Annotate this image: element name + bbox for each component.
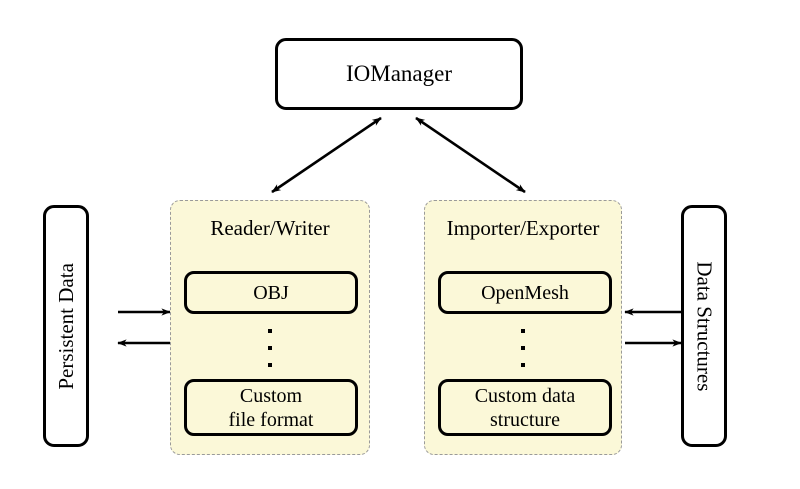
persistent-data-label: Persistent Data — [53, 262, 78, 390]
ellipsis-dot — [521, 346, 525, 350]
arrow-iomanager-importerexporter — [415, 116, 526, 194]
iomanager-label: IOManager — [345, 61, 452, 87]
item-box-obj-label: OBJ — [253, 281, 289, 304]
ellipsis-dot — [521, 329, 525, 333]
data-structures-label: Data Structures — [692, 260, 717, 392]
node-iomanager[interactable]: IOManager — [275, 38, 523, 110]
vertical-ellipsis-icon — [425, 325, 621, 371]
item-box-openmesh[interactable]: OpenMesh — [438, 271, 612, 314]
panel-reader-writer-title: Reader/Writer — [210, 216, 330, 240]
node-data-structures[interactable]: Data Structures — [681, 205, 727, 447]
arrow-iomanager-readerwriter — [271, 116, 382, 194]
ellipsis-dot — [268, 346, 272, 350]
item-box-openmesh-label: OpenMesh — [481, 281, 569, 304]
node-persistent-data[interactable]: Persistent Data — [43, 205, 89, 447]
item-box-obj[interactable]: OBJ — [184, 271, 358, 314]
ellipsis-dot — [268, 329, 272, 333]
vertical-ellipsis-icon — [171, 325, 369, 371]
ellipsis-dot — [268, 363, 272, 367]
ellipsis-dot — [521, 363, 525, 367]
panel-importer-exporter-title: Importer/Exporter — [446, 216, 600, 240]
